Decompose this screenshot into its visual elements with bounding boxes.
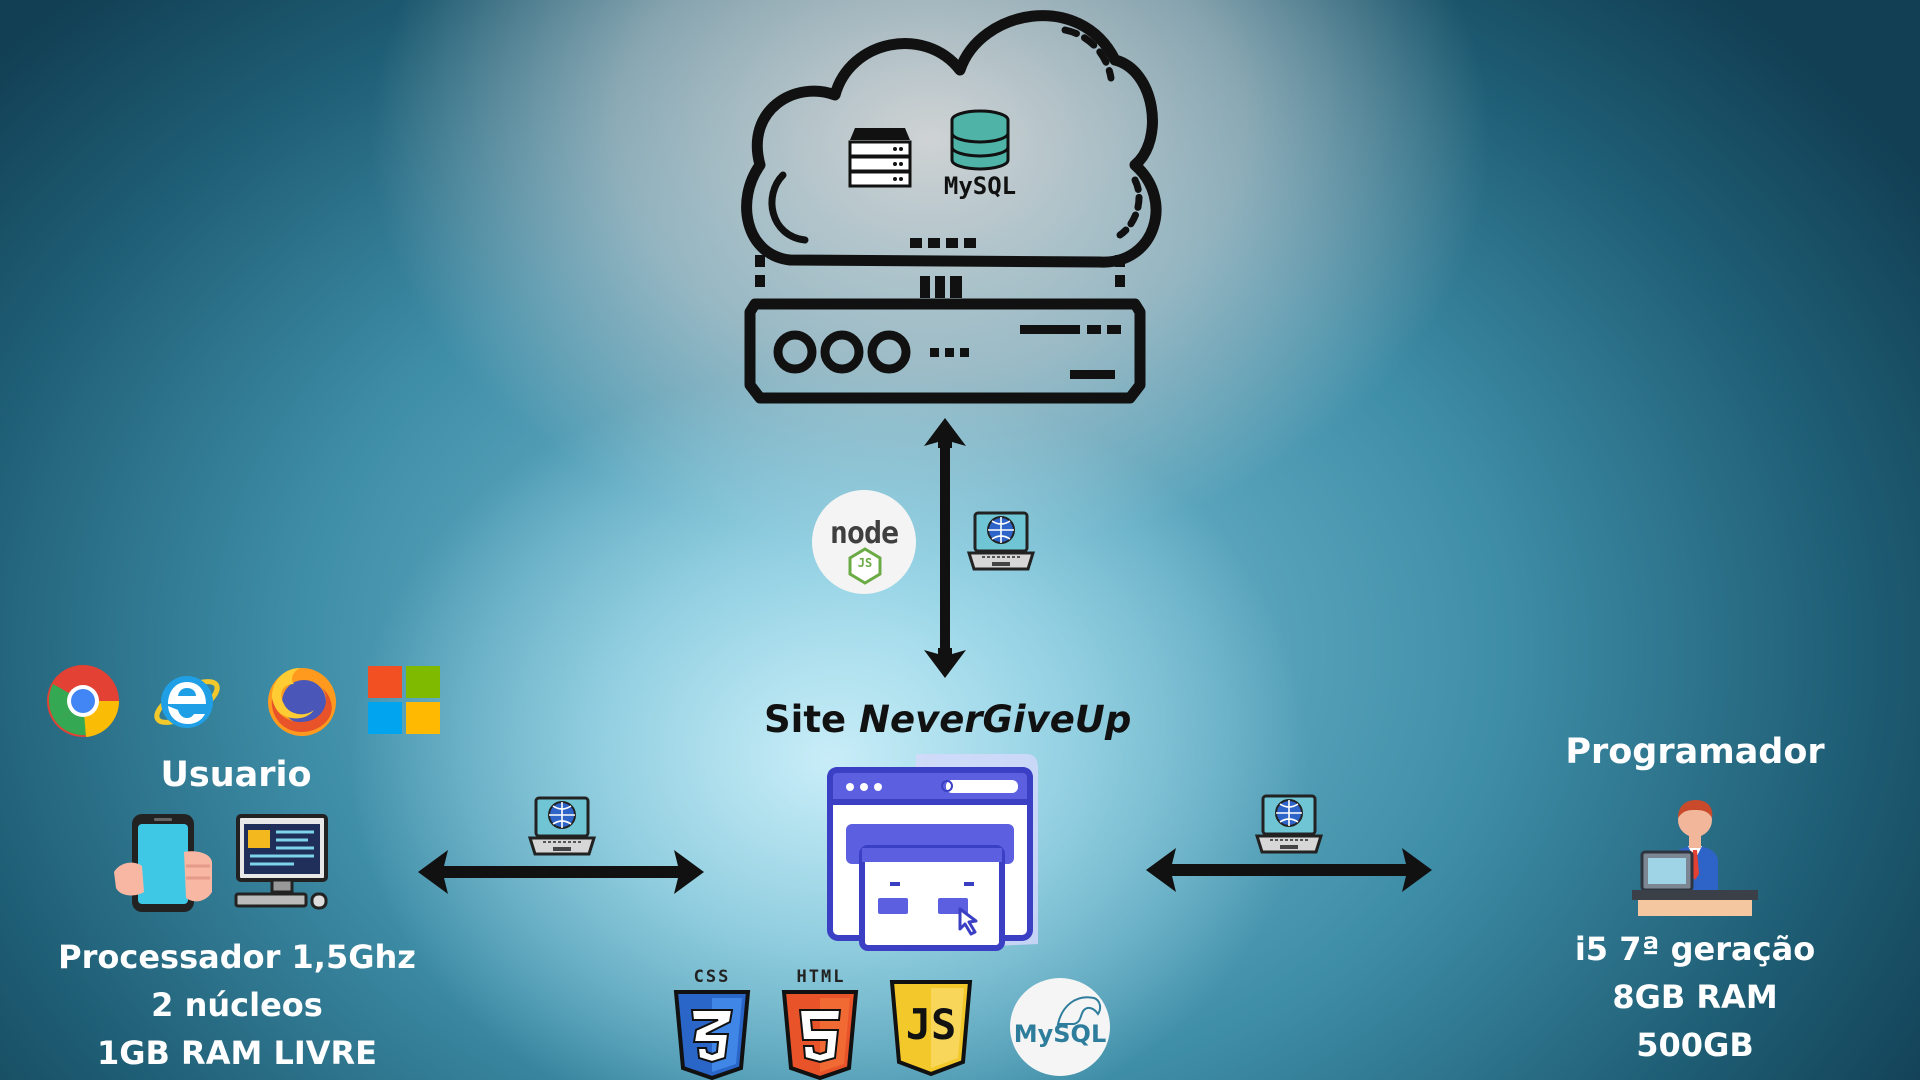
- usuario-spec-cpu: Processador 1,5Ghz: [58, 938, 416, 976]
- mysql-logo-label: MySQL: [1013, 1020, 1107, 1048]
- nodejs-js-text: JS: [857, 556, 873, 570]
- site-title-prefix: Site: [764, 698, 847, 741]
- laptop-globe-icon-left: [527, 790, 597, 860]
- cloud-mysql-label: MySQL: [943, 172, 1017, 200]
- browser-icons-row: [46, 660, 446, 740]
- cloud-server-icon: [735, 0, 1162, 408]
- site-title-name: NeverGiveUp: [859, 698, 1132, 741]
- mysql-logo-text: MySQL: [1010, 1020, 1110, 1048]
- usuario-spec-ram: 1GB RAM LIVRE: [96, 1034, 377, 1072]
- laptop-globe-icon-right: [1254, 788, 1324, 858]
- nodejs-logo: node JS: [812, 490, 916, 594]
- nodejs-hex-icon: [848, 547, 882, 585]
- programador-spec-cpu: i5 7ª geração: [1574, 930, 1816, 968]
- laptop-globe-icon: [966, 505, 1036, 575]
- css-logo-text: CSS: [693, 967, 731, 987]
- website-browser-icon: [826, 754, 1038, 951]
- usuario-title: Usuario: [160, 755, 312, 795]
- nodejs-logo-text: node: [829, 516, 899, 551]
- desktop-computer-icon: [234, 814, 334, 914]
- smartphone-in-hand-icon: [114, 812, 214, 914]
- site-title: Site NeverGiveUp: [764, 698, 1131, 741]
- mysql-logo: MySQL: [1010, 978, 1110, 1076]
- html-logo-text: HTML: [796, 967, 846, 987]
- right-double-arrow: [1144, 844, 1434, 896]
- programador-spec-ram: 8GB RAM: [1612, 978, 1778, 1016]
- mysql-dolphin-icon: [1054, 988, 1104, 1028]
- usuario-spec-cores: 2 núcleos: [151, 986, 323, 1024]
- javascript-shield-icon: JS: [888, 980, 974, 1077]
- windows-icon: [368, 666, 442, 736]
- html5-shield-icon: [780, 990, 860, 1080]
- programmer-at-desk-icon: [1632, 790, 1758, 920]
- internet-explorer-icon: [148, 662, 226, 740]
- vertical-double-arrow: [922, 416, 968, 680]
- javascript-logo-text: JS: [905, 1000, 957, 1049]
- programador-spec-storage: 500GB: [1636, 1026, 1754, 1064]
- left-double-arrow: [416, 846, 706, 898]
- css3-shield-icon: [672, 990, 752, 1080]
- firefox-icon: [264, 662, 340, 738]
- chrome-icon: [46, 664, 120, 738]
- programador-title: Programador: [1565, 732, 1825, 772]
